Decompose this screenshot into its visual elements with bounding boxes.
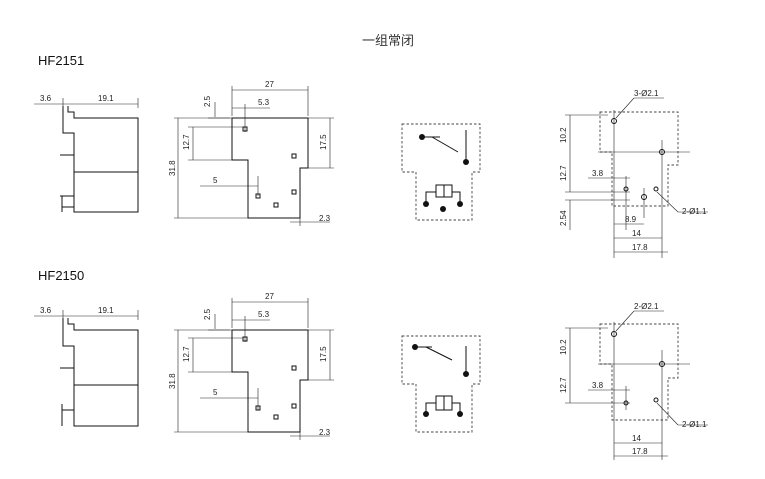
dim-front-offset-left: 5 bbox=[213, 176, 218, 185]
dim-pcb-h-b: 8.9 bbox=[625, 215, 637, 224]
dim-side-left: 3.6 bbox=[40, 94, 52, 103]
dim-pcb-v-mid: 12.7 bbox=[559, 165, 568, 181]
dim-pcb-v-top: 10.2 bbox=[559, 127, 568, 143]
dim-pcb-hole-large-2: 2-Ø2.1 bbox=[634, 302, 659, 311]
hf2151-drawings: 3.6 19.1 27 2.5 5.3 12.7 bbox=[34, 80, 708, 258]
front-view-hf2151: 27 2.5 5.3 12.7 31.8 17.5 5 bbox=[168, 80, 334, 226]
dim-side-right: 19.1 bbox=[98, 94, 114, 103]
side-view-hf2150: 3.6 19.1 bbox=[34, 306, 139, 427]
dim-pcb-h-a-2: 3.8 bbox=[592, 381, 604, 390]
dim-front-height-right-2: 17.5 bbox=[319, 346, 328, 362]
side-view-hf2151: 3.6 19.1 bbox=[34, 94, 139, 213]
dim-front-height-upper-2: 12.7 bbox=[182, 346, 191, 362]
dim-front-height-total: 31.8 bbox=[168, 160, 177, 176]
dim-front-height-right: 17.5 bbox=[319, 134, 328, 150]
dim-front-offset-left-2: 5 bbox=[213, 388, 218, 397]
pcb-layout-hf2150: 10.2 12.7 3.8 14 17.8 2-Ø2.1 2-Ø1.1 bbox=[559, 302, 708, 460]
dim-pcb-v-bottom: 2.54 bbox=[559, 210, 568, 226]
dim-pcb-h-d: 17.8 bbox=[632, 243, 648, 252]
dim-pcb-h-d-2: 17.8 bbox=[632, 447, 648, 456]
dim-pcb-hole-large: 3-Ø2.1 bbox=[634, 89, 659, 98]
dim-side-left-2: 3.6 bbox=[40, 306, 52, 315]
dim-pcb-hole-small: 2-Ø1.1 bbox=[682, 207, 707, 216]
dim-pcb-v-mid-2: 12.7 bbox=[559, 377, 568, 393]
dim-pcb-v-top-2: 10.2 bbox=[559, 339, 568, 355]
schematic-hf2150 bbox=[401, 335, 481, 433]
front-view-hf2150: 27 2.5 5.3 12.7 31.8 17.5 5 bbox=[168, 292, 334, 440]
dim-front-terminal-gap-2: 5.3 bbox=[258, 310, 270, 319]
dim-pcb-h-a: 3.8 bbox=[592, 169, 604, 178]
pcb-layout-hf2151: 10.2 12.7 2.54 3.8 8.9 14 17.8 3-Ø2.1 2-… bbox=[559, 89, 708, 258]
dim-front-height-upper: 12.7 bbox=[182, 134, 191, 150]
dim-front-width-2: 27 bbox=[265, 292, 274, 301]
dim-pcb-h-c: 14 bbox=[632, 229, 641, 238]
dim-front-height-total-2: 31.8 bbox=[168, 373, 177, 389]
dim-front-terminal-gap: 5.3 bbox=[258, 98, 270, 107]
schematic-hf2151 bbox=[401, 123, 481, 221]
dim-pcb-h-c-2: 14 bbox=[632, 434, 641, 443]
model-label-hf2150: HF2150 bbox=[38, 268, 85, 283]
dim-front-bottom-right-2: 2.3 bbox=[319, 428, 331, 437]
model-label-hf2151: HF2151 bbox=[38, 53, 85, 68]
page-title: 一组常闭 bbox=[362, 33, 415, 48]
dim-front-width: 27 bbox=[265, 80, 274, 89]
dim-front-bottom-right: 2.3 bbox=[319, 214, 331, 223]
dim-front-offset-top: 2.5 bbox=[203, 95, 212, 107]
dim-side-right-2: 19.1 bbox=[98, 306, 114, 315]
dim-front-offset-top-2: 2.5 bbox=[203, 308, 212, 320]
dim-pcb-hole-small-2: 2-Ø1.1 bbox=[682, 420, 707, 429]
hf2150-drawings: 3.6 19.1 27 2.5 5.3 12.7 bbox=[34, 292, 708, 460]
